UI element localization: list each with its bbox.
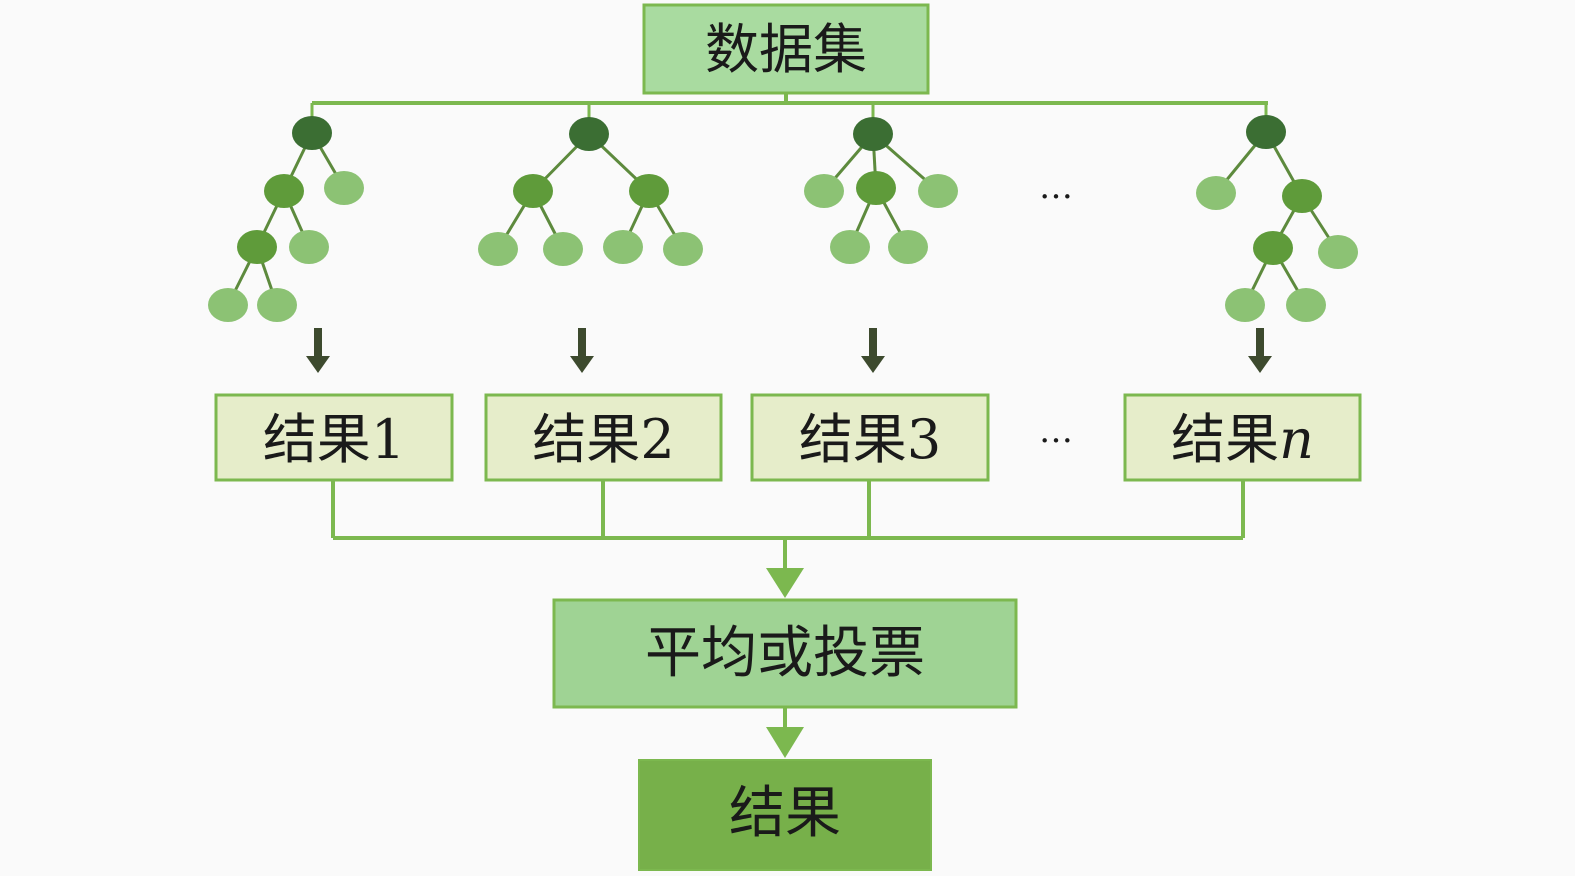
result-label: 结果1	[263, 408, 405, 471]
final-result-label: 结果	[729, 781, 841, 846]
down-arrow-icon	[1248, 356, 1272, 373]
aggregate-box: 平均或投票	[552, 598, 1018, 709]
tree-node-light	[1318, 235, 1358, 269]
tree-node-light	[1225, 288, 1265, 322]
tree-node-light	[1286, 288, 1326, 322]
result-label: 结果n	[1171, 408, 1314, 471]
tree-node-light	[830, 230, 870, 264]
aggregate-label: 平均或投票	[645, 621, 925, 686]
tree-node-light	[663, 232, 703, 266]
tree-node-light	[257, 288, 297, 322]
tree-node-light	[918, 174, 958, 208]
tree-node-dark	[292, 116, 332, 150]
arrow-down-icon	[766, 727, 804, 758]
tree-node-mid	[264, 174, 304, 208]
decision-trees	[208, 115, 1358, 322]
tree-node-mid	[513, 174, 553, 208]
down-arrow-icon	[306, 356, 330, 373]
decision-tree-4	[1196, 115, 1358, 322]
tree-ellipsis: …	[1039, 167, 1073, 207]
tree-node-light	[1196, 176, 1236, 210]
tree-node-mid	[1253, 231, 1293, 265]
tree-node-light	[324, 171, 364, 205]
down-arrow-icon	[570, 356, 594, 373]
result-box-2: 结果2	[484, 393, 723, 482]
tree-node-light	[603, 230, 643, 264]
result-label: 结果3	[799, 408, 941, 471]
dataset-label: 数据集	[705, 18, 867, 81]
result-box-4: 结果n	[1123, 393, 1362, 482]
tree-node-dark	[1246, 115, 1286, 149]
tree-node-light	[804, 174, 844, 208]
decision-tree-2	[478, 117, 703, 266]
connectors	[306, 93, 1272, 758]
tree-node-mid	[856, 171, 896, 205]
tree-node-dark	[853, 117, 893, 151]
decision-tree-3	[804, 117, 958, 264]
arrow-down-icon	[766, 568, 804, 598]
final-result-box: 结果	[638, 759, 932, 871]
result-label: 结果2	[532, 408, 674, 471]
decision-tree-1	[208, 116, 364, 322]
tree-node-dark	[569, 117, 609, 151]
result-ellipsis: …	[1039, 411, 1073, 451]
result-box-3: 结果3	[750, 393, 990, 482]
result-boxes: 结果1 结果2 结果3 结果n	[214, 393, 1362, 482]
tree-node-light	[888, 230, 928, 264]
result-box-1: 结果1	[214, 393, 454, 482]
tree-node-mid	[1282, 179, 1322, 213]
tree-node-light	[543, 232, 583, 266]
tree-node-light	[478, 232, 518, 266]
dataset-box: 数据集	[642, 3, 930, 95]
down-arrow-icon	[861, 356, 885, 373]
tree-node-mid	[629, 174, 669, 208]
tree-node-mid	[237, 230, 277, 264]
tree-node-light	[289, 230, 329, 264]
tree-node-light	[208, 288, 248, 322]
